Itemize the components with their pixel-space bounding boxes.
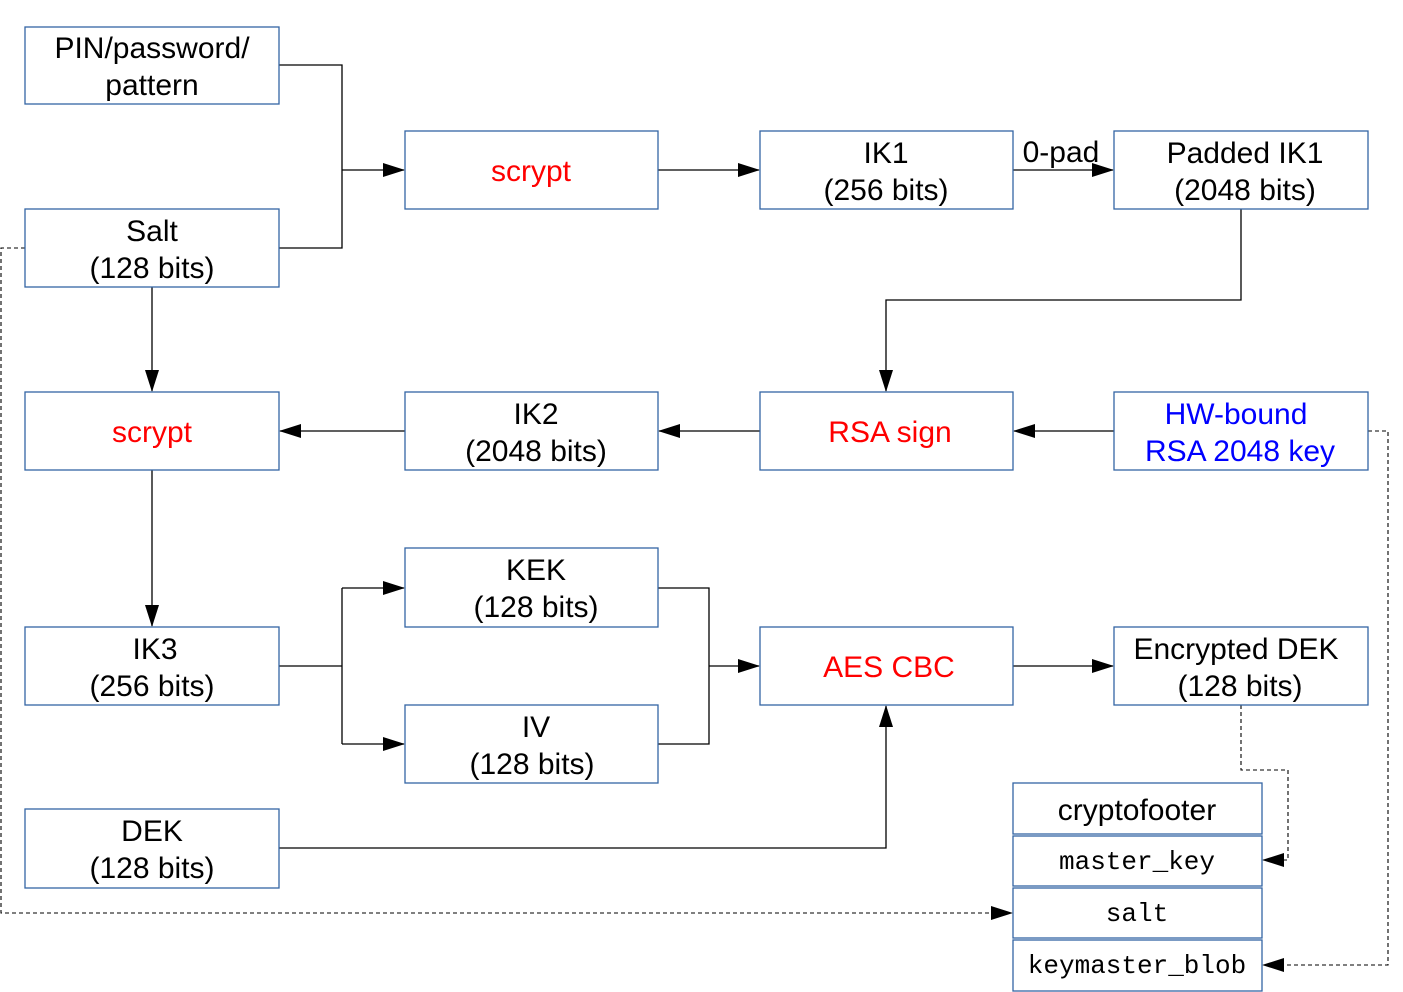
cryptofooter-title: cryptofooter — [1058, 794, 1216, 827]
node-rsa-sign: RSA sign — [759, 391, 1014, 471]
node-salt: Salt (128 bits) — [24, 208, 280, 288]
node-kek-line1: KEK — [506, 554, 566, 587]
node-ik1-line1: IK1 — [863, 137, 908, 170]
node-pin-line2: pattern — [105, 69, 198, 102]
edge-pin-salt-merge — [279, 64, 343, 249]
node-aes-cbc: AES CBC — [759, 626, 1014, 706]
edge-kek-iv-merge — [658, 587, 710, 745]
node-iv: IV (128 bits) — [404, 704, 659, 784]
edge-dek-aes — [279, 705, 893, 849]
node-kek-line2: (128 bits) — [473, 591, 598, 624]
node-iv-line2: (128 bits) — [469, 748, 594, 781]
node-salt-line2: (128 bits) — [89, 252, 214, 285]
node-padded-ik1: Padded IK1 (2048 bits) — [1113, 130, 1369, 210]
node-salt-line1: Salt — [126, 215, 178, 248]
node-kek: KEK (128 bits) — [404, 547, 659, 628]
node-ik2-line1: IK2 — [513, 398, 558, 431]
edge-ik3-split — [279, 588, 343, 744]
node-encrypted-dek: Encrypted DEK (128 bits) — [1113, 626, 1369, 706]
node-hw-line1: HW-bound — [1165, 398, 1308, 431]
node-ik2: IK2 (2048 bits) — [404, 391, 659, 471]
zero-pad-label: 0-pad — [1023, 136, 1100, 169]
node-pin-line1: PIN/password/ — [54, 32, 250, 65]
node-scrypt2: scrypt — [24, 391, 280, 471]
node-pin: PIN/password/ pattern — [24, 26, 280, 105]
node-scrypt1-label: scrypt — [491, 155, 572, 188]
node-hw-key: HW-bound RSA 2048 key — [1113, 391, 1369, 471]
node-ik3: IK3 (256 bits) — [24, 626, 280, 706]
field-keymaster-blob: keymaster_blob — [1028, 951, 1246, 981]
node-scrypt2-label: scrypt — [112, 416, 193, 449]
node-edek-line2: (128 bits) — [1177, 670, 1302, 703]
node-dek-line2: (128 bits) — [89, 852, 214, 885]
node-iv-line1: IV — [522, 711, 550, 744]
node-padded-line2: (2048 bits) — [1174, 174, 1316, 207]
node-aes-label: AES CBC — [823, 651, 955, 684]
connectors — [145, 64, 1242, 849]
edge-padded-rsa — [879, 209, 1242, 392]
node-dek: DEK (128 bits) — [24, 808, 280, 889]
node-rsa-label: RSA sign — [828, 416, 951, 449]
node-ik3-line2: (256 bits) — [89, 670, 214, 703]
storage-connectors — [0, 247, 1389, 972]
node-hw-line2: RSA 2048 key — [1145, 435, 1335, 468]
cryptofooter: cryptofooter master_key salt keymaster_b… — [1012, 782, 1263, 992]
node-dek-line1: DEK — [121, 815, 183, 848]
node-ik1-line2: (256 bits) — [823, 174, 948, 207]
field-salt: salt — [1106, 899, 1168, 929]
edge-edek-masterkey — [1240, 705, 1289, 867]
field-master-key: master_key — [1059, 847, 1215, 877]
edge-hw-keymaster-blob — [1262, 430, 1389, 972]
node-ik3-line1: IK3 — [132, 633, 177, 666]
node-ik1: IK1 (256 bits) — [759, 130, 1014, 210]
node-ik2-line2: (2048 bits) — [465, 435, 607, 468]
node-edek-line1: Encrypted DEK — [1133, 633, 1338, 666]
node-scrypt1: scrypt — [404, 130, 659, 210]
node-padded-line1: Padded IK1 — [1167, 137, 1324, 170]
